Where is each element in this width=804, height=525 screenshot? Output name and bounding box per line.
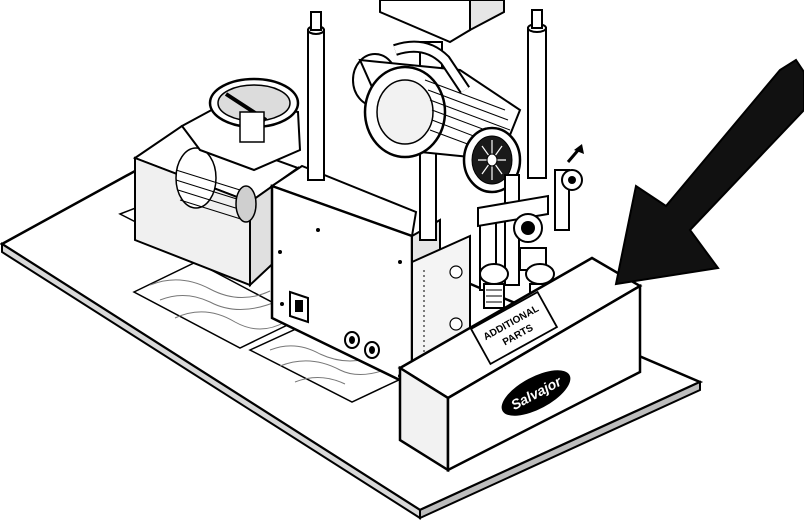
additional-parts-box: ADDITIONAL PARTS Salvajor [397,256,643,473]
pump-motor [352,40,522,194]
arrow-down-left-icon [614,58,804,286]
inlet-funnel [180,77,302,172]
rotary-switch-icon [289,290,309,324]
valve-manifold [477,144,584,309]
push-buttons [344,331,380,359]
control-cabinet [269,164,471,389]
